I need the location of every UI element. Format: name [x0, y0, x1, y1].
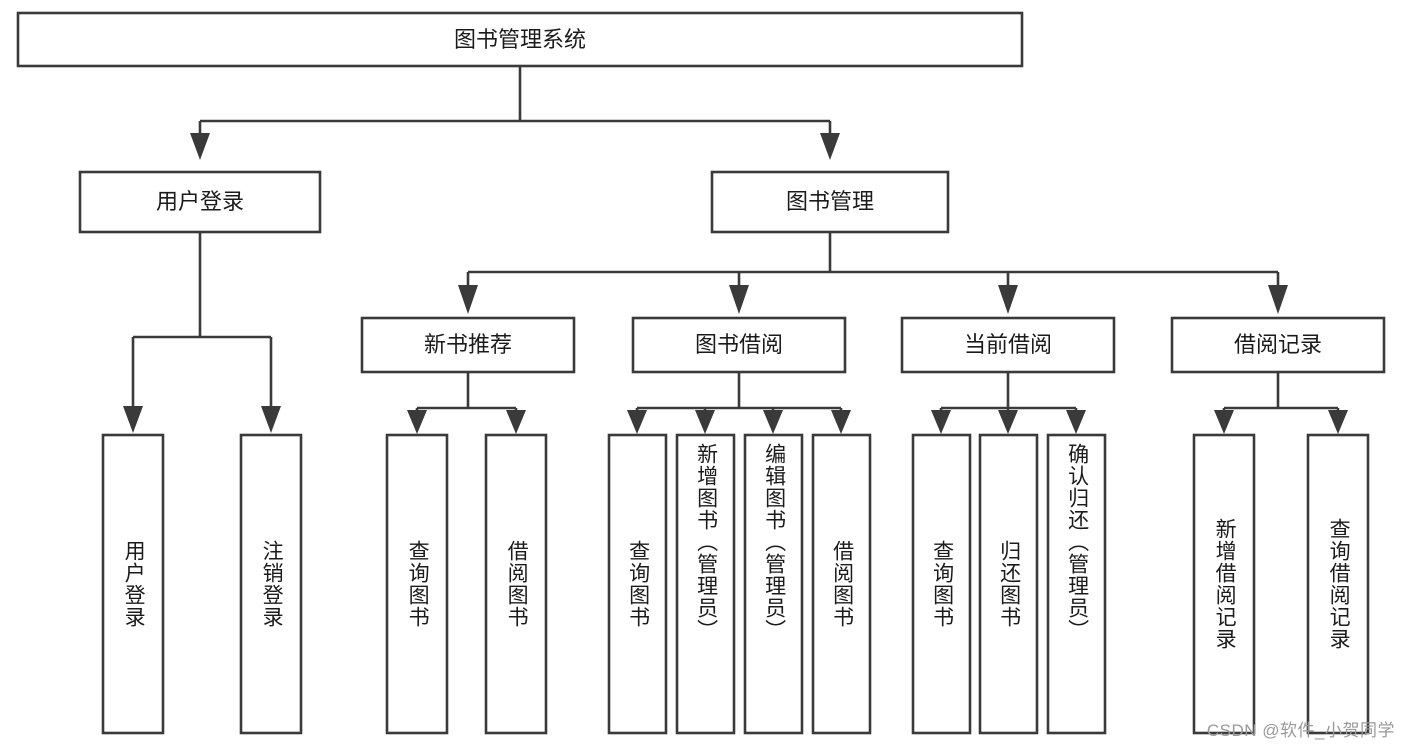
arrow-current-borrow-leaf-3-icon — [1066, 410, 1086, 434]
node-root-system-label: 图书管理系统 — [454, 27, 586, 52]
leaf-box-current-borrow-3[interactable] — [1046, 433, 1107, 735]
arrow-book-borrow-leaf-3-icon — [763, 410, 783, 434]
arrow-new-book-recommend-leaf-2-icon — [506, 410, 526, 434]
arrow-current-borrow-leaf-1-icon — [931, 410, 951, 434]
arrow-book-borrow-leaf-4-icon — [831, 410, 851, 434]
leaf-box-user-login-1[interactable] — [101, 433, 165, 735]
node-book-manage[interactable]: 图书管理 — [710, 170, 950, 234]
arrow-current-borrow-leaf-2-icon — [998, 410, 1018, 434]
leaf-box-borrow-record-2[interactable] — [1306, 433, 1370, 735]
node-book-borrow-box — [631, 316, 847, 374]
leaf-box-book-borrow-1[interactable] — [607, 433, 668, 735]
node-root-system-box — [16, 11, 1024, 68]
node-new-book-recommend-box — [360, 316, 576, 374]
node-new-book-recommend-label: 新书推荐 — [424, 332, 512, 357]
node-book-borrow-label: 图书借阅 — [695, 332, 783, 357]
arrow-book-borrow-leaf-1-icon — [627, 410, 647, 434]
node-current-borrow[interactable]: 当前借阅 — [900, 316, 1116, 374]
node-borrow-record-box — [1170, 316, 1386, 374]
leaf-box-book-borrow-2[interactable] — [675, 433, 736, 735]
arrow-new-book-recommend-leaf-1-icon — [407, 410, 427, 434]
arrow-root-to-book-manage-icon — [820, 133, 840, 160]
arrow-borrow-record-leaf-2-icon — [1328, 410, 1348, 434]
node-current-borrow-box — [900, 316, 1116, 374]
leaf-box-new-book-recommend-2[interactable] — [484, 433, 548, 735]
leaf-box-borrow-record-1[interactable] — [1192, 433, 1256, 735]
leaf-box-current-borrow-2[interactable] — [978, 433, 1039, 735]
arrow-to-borrow-record-icon — [1268, 285, 1288, 314]
node-book-manage-label: 图书管理 — [786, 189, 874, 214]
leaf-box-book-borrow-3[interactable] — [743, 433, 804, 735]
node-user-login-label: 用户登录 — [156, 189, 244, 214]
arrow-to-book-borrow-icon — [729, 285, 749, 314]
node-borrow-record-label: 借阅记录 — [1234, 332, 1322, 357]
node-book-manage-box — [710, 170, 950, 234]
node-borrow-record[interactable]: 借阅记录 — [1170, 316, 1386, 374]
arrow-to-new-book-recommend-icon — [458, 285, 478, 314]
leaf-box-new-book-recommend-1[interactable] — [385, 433, 449, 735]
node-new-book-recommend[interactable]: 新书推荐 — [360, 316, 576, 374]
arrow-to-current-borrow-icon — [998, 285, 1018, 314]
arrow-root-to-user-login-icon — [190, 133, 210, 160]
node-current-borrow-label: 当前借阅 — [964, 332, 1052, 357]
arrow-book-borrow-leaf-2-icon — [695, 410, 715, 434]
node-root-system[interactable]: 图书管理系统 — [16, 11, 1024, 68]
leaf-box-current-borrow-1[interactable] — [911, 433, 972, 735]
arrow-borrow-record-leaf-1-icon — [1214, 410, 1234, 434]
arrow-user-login-leaf-2-icon — [261, 406, 281, 433]
leaf-box-book-borrow-4[interactable] — [811, 433, 872, 735]
node-user-login[interactable]: 用户登录 — [78, 170, 322, 234]
leaf-box-user-login-2[interactable] — [239, 433, 303, 735]
arrow-user-login-leaf-1-icon — [123, 406, 143, 433]
watermark-text: CSDN @软件_小贺同学 — [1206, 721, 1395, 740]
node-book-borrow[interactable]: 图书借阅 — [631, 316, 847, 374]
